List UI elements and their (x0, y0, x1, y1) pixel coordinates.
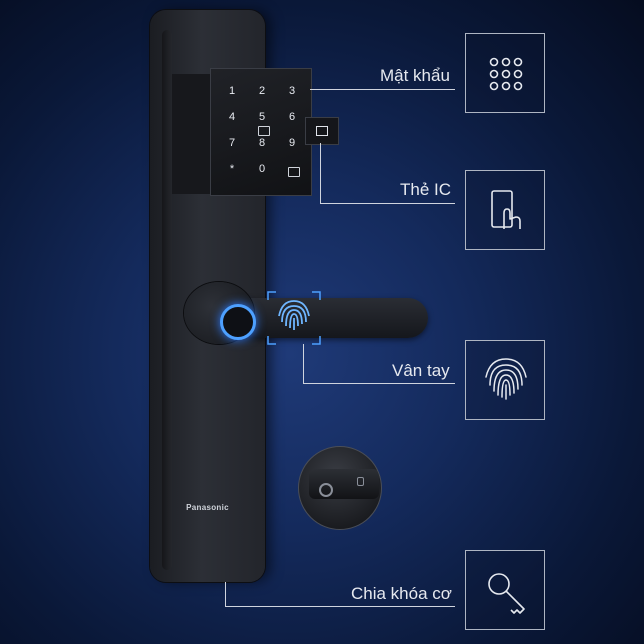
key-9: 9 (288, 137, 296, 149)
leader-line-key-vertical (225, 582, 226, 606)
feature-label-password: Mật khẩu (380, 66, 450, 85)
key-star: * (229, 163, 235, 175)
fingerprint-sensor-ring (220, 304, 256, 340)
feature-box-mechanical-key (465, 550, 545, 630)
feature-box-fingerprint (465, 340, 545, 420)
key-cylinder-zoom (298, 446, 382, 530)
ic-card-zone (305, 117, 339, 145)
key-8: 8 (258, 137, 266, 149)
card-icon (316, 126, 328, 136)
key-icon (488, 573, 525, 614)
leader-line-fingerprint-vertical (303, 344, 304, 383)
door-handle-lever (235, 298, 428, 338)
lock-side-groove (162, 30, 172, 570)
feature-box-ic-card (465, 170, 545, 250)
leader-line-fingerprint (303, 383, 455, 384)
key-3: 3 (288, 85, 296, 97)
keypad-panel: 1 2 3 4 5 6 7 8 9 * 0 (210, 68, 312, 196)
key-1: 1 (228, 85, 236, 97)
key-0: 0 (258, 163, 266, 175)
feature-label-fingerprint: Vân tay (392, 361, 450, 380)
keypad-side (172, 74, 212, 194)
lock-symbol-icon (288, 167, 300, 177)
leader-line-ic-vertical (320, 143, 321, 203)
leader-line-ic (320, 203, 455, 204)
keypad-grid-icon (489, 57, 523, 91)
card-tap-icon (491, 190, 521, 229)
fingerprint-highlight-icon (267, 291, 321, 345)
key-2: 2 (258, 85, 266, 97)
brand-logo: Panasonic (186, 503, 229, 512)
leader-line-password (310, 89, 455, 90)
leader-line-key (225, 606, 455, 607)
feature-label-ic-card: Thẻ IC (400, 180, 452, 199)
key-5: 5 (258, 111, 266, 123)
fingerprint-icon (485, 358, 527, 400)
feature-box-password (465, 33, 545, 113)
key-6: 6 (288, 111, 296, 123)
key-4: 4 (228, 111, 236, 123)
card-reader-icon (258, 126, 270, 136)
feature-label-mechanical-key: Chia khóa cơ (351, 584, 452, 603)
key-7: 7 (228, 137, 236, 149)
keyhole-icon (319, 483, 333, 497)
